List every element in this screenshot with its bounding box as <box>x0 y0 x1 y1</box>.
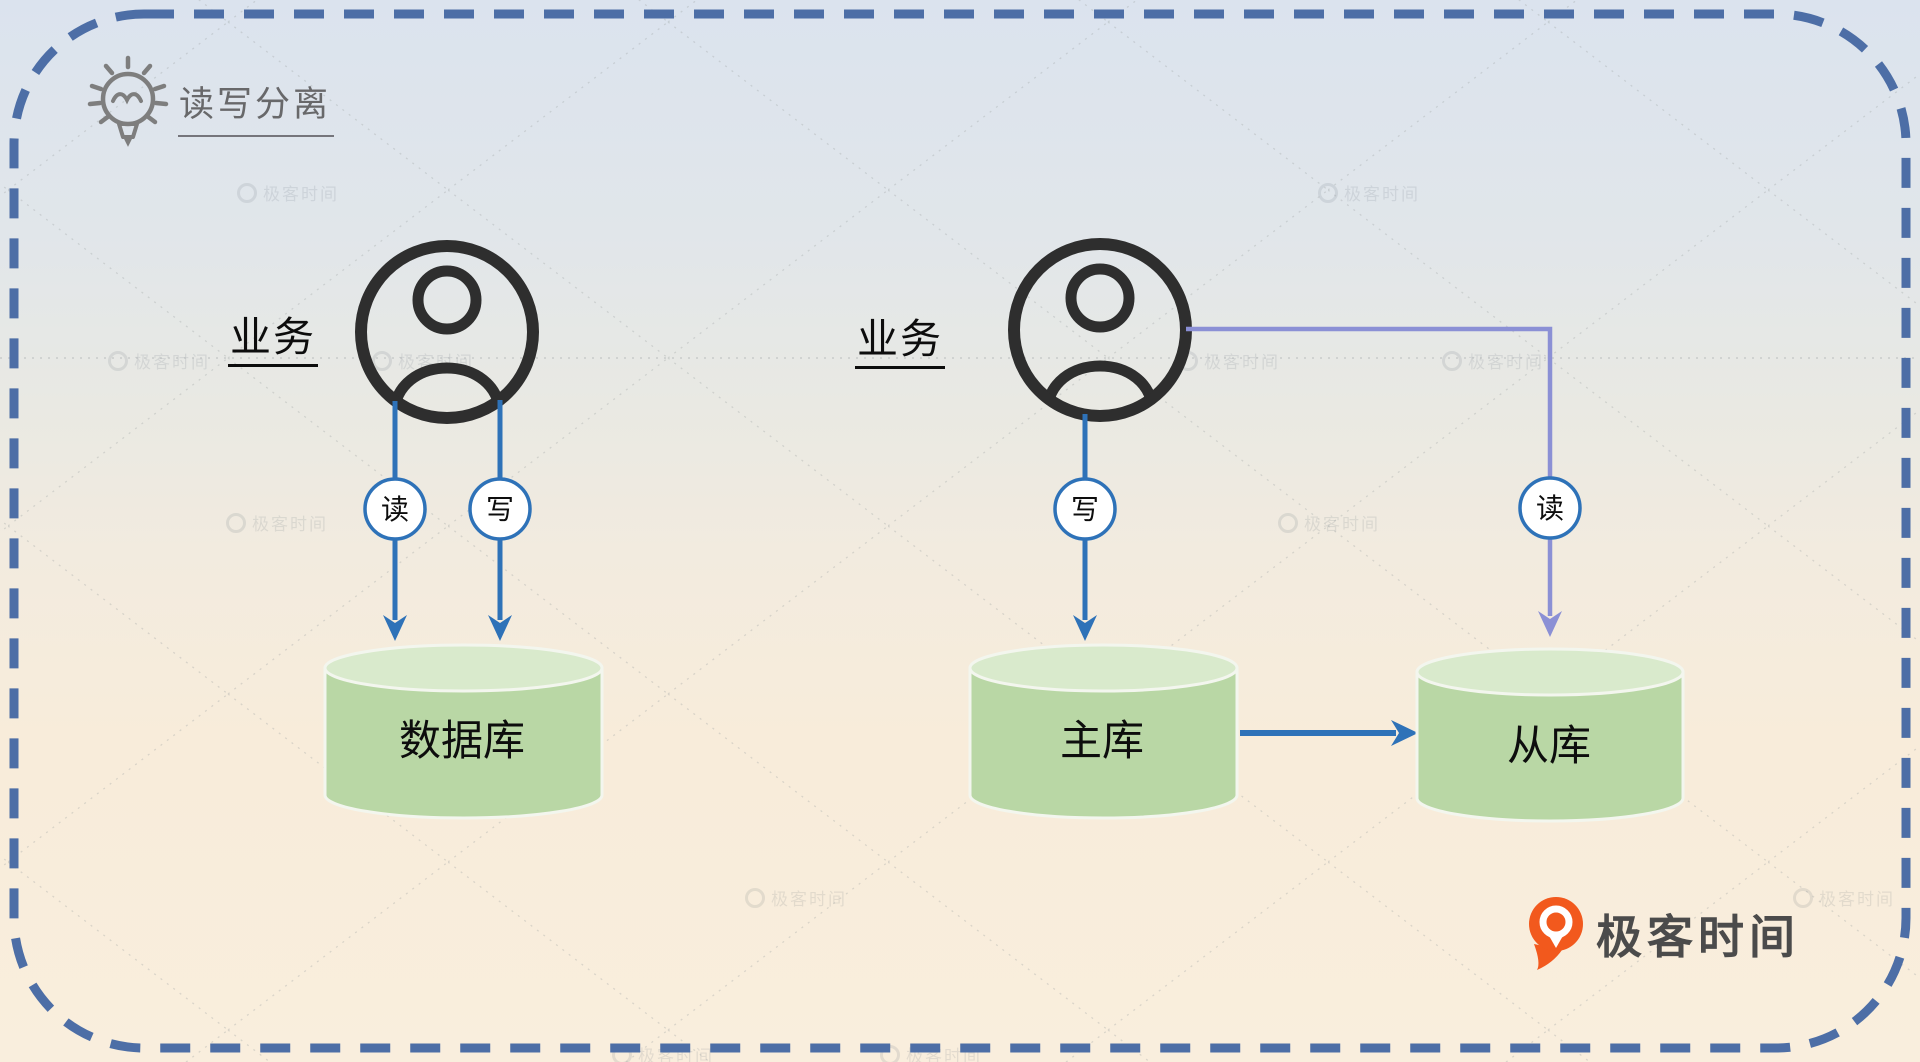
slave-db-label: 从库 <box>1507 722 1591 769</box>
master-slave-arrow <box>1240 720 1418 746</box>
read-badge-label: 读 <box>381 494 409 525</box>
write-badge-right: 写 <box>1053 477 1117 541</box>
master-db-cylinder: 主库 <box>968 643 1239 820</box>
actor-label-right: 业务 <box>855 305 945 369</box>
brand-logo-icon <box>1529 897 1583 970</box>
write-badge-label: 写 <box>1071 494 1099 525</box>
database-cylinder: 数据库 <box>323 643 604 820</box>
read-badge-right: 读 <box>1518 476 1582 540</box>
page-title: 读写分离 <box>178 76 335 137</box>
read-badge-label: 读 <box>1536 493 1564 524</box>
write-badge-left: 写 <box>468 477 532 541</box>
lightbulb-icon <box>87 55 169 147</box>
database-label: 数据库 <box>399 717 525 764</box>
actor-label-left: 业务 <box>228 303 318 367</box>
write-badge-label: 写 <box>486 494 514 525</box>
brand-name: 极客时间 <box>1596 911 1800 963</box>
master-db-label: 主库 <box>1060 717 1144 764</box>
actor-icon-left <box>355 240 539 424</box>
read-badge-left: 读 <box>363 477 427 541</box>
dashed-border <box>9 9 1911 1053</box>
slave-db-cylinder: 从库 <box>1415 647 1685 823</box>
